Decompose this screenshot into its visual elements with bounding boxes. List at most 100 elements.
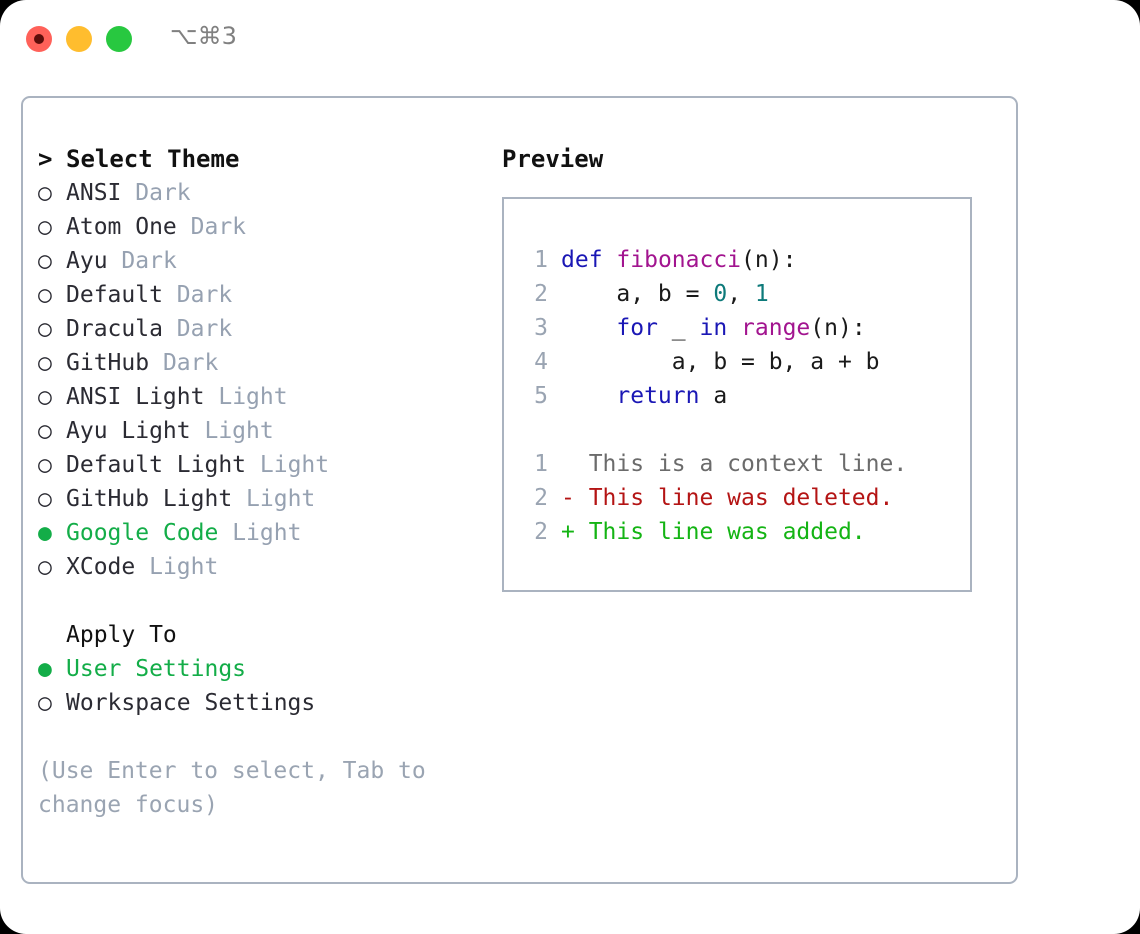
theme-list-item[interactable]: ●Google Code Light: [38, 516, 488, 550]
theme-name: Google Code: [66, 520, 219, 546]
theme-list-item[interactable]: ○ Atom One Dark: [38, 210, 488, 244]
theme-name: XCode: [66, 554, 136, 580]
select-theme-heading: >Select Theme: [38, 142, 488, 176]
diff-line: 2+ This line was added.: [518, 515, 970, 549]
code-token: for: [616, 315, 658, 341]
theme-name: Default Light: [66, 452, 247, 478]
radio-unselected-icon[interactable]: ○: [38, 554, 52, 580]
theme-list-item[interactable]: ○ GitHub Light Light: [38, 482, 488, 516]
radio-unselected-icon[interactable]: ○: [38, 282, 52, 308]
diff-line: 1 This is a context line.: [518, 447, 970, 481]
theme-list-item[interactable]: ○ANSI Light Light: [38, 380, 488, 414]
prompt-caret-icon: >: [38, 145, 53, 173]
theme-selection-column: >Select Theme ○ANSI Dark○Atom One Dark○A…: [38, 142, 488, 822]
theme-category-label: Light: [259, 452, 330, 478]
code-line: 2 a, b = 0, 1: [518, 277, 970, 311]
radio-unselected-icon[interactable]: ○: [38, 418, 52, 444]
apply-to-option-label: User Settings: [66, 656, 247, 682]
theme-name: Dracula: [66, 316, 163, 342]
title-bar: ⌥⌘3: [0, 0, 1140, 78]
line-number: 4: [534, 349, 548, 375]
code-token: 0: [713, 281, 728, 307]
code-line: 3 for _ in range(n):: [518, 311, 970, 345]
theme-name: Ayu Light: [66, 418, 191, 444]
theme-name-spacer: [149, 350, 163, 376]
apply-to-label: Apply To: [66, 622, 177, 648]
theme-list-item[interactable]: ○ XCode Light: [38, 550, 488, 584]
code-token: a, b = b, a + b: [561, 349, 880, 375]
theme-list-item[interactable]: ○Default Dark: [38, 278, 488, 312]
radio-unselected-icon[interactable]: ○: [38, 486, 52, 512]
line-number: 2: [534, 519, 548, 545]
diff-marker: +: [561, 519, 589, 545]
line-number: 1: [534, 247, 548, 273]
code-token: return: [616, 383, 700, 409]
theme-list-item[interactable]: ○ GitHub Dark: [38, 346, 488, 380]
theme-category-label: Light: [246, 486, 316, 512]
theme-name-spacer: [135, 554, 149, 580]
apply-to-option[interactable]: ○ Workspace Settings: [38, 686, 488, 720]
theme-name-spacer: [163, 282, 177, 308]
code-token: def: [561, 247, 603, 273]
radio-selected-icon[interactable]: ●: [38, 656, 52, 682]
diff-text: This line was deleted.: [588, 485, 894, 511]
code-token: (n):: [810, 315, 866, 341]
code-token: _: [657, 315, 700, 341]
radio-unselected-icon[interactable]: ○: [38, 214, 52, 240]
theme-list-item[interactable]: ○Ayu Dark: [38, 244, 488, 278]
apply-to-option-label: Workspace Settings: [66, 690, 316, 716]
code-token: a: [699, 383, 728, 409]
apply-to-heading: Apply To: [38, 618, 488, 652]
theme-name: Atom One: [66, 214, 177, 240]
preview-heading: Preview: [502, 145, 604, 173]
radio-unselected-icon[interactable]: ○: [38, 248, 52, 274]
theme-name-spacer: [163, 316, 177, 342]
code-token: range: [741, 315, 811, 341]
code-token: [727, 315, 741, 341]
close-button[interactable]: [26, 26, 52, 52]
theme-name: ANSI: [66, 180, 122, 206]
theme-name-spacer: [218, 520, 232, 546]
maximize-button[interactable]: [106, 26, 132, 52]
code-token: in: [699, 315, 728, 341]
theme-category-label: Light: [204, 418, 274, 444]
theme-category-label: Light: [149, 554, 219, 580]
radio-unselected-icon[interactable]: ○: [38, 384, 52, 410]
code-token: [561, 315, 616, 341]
theme-category-label: Dark: [121, 248, 177, 274]
theme-list-item[interactable]: ○ Ayu Light Light: [38, 414, 488, 448]
diff-marker: -: [561, 485, 589, 511]
radio-selected-icon[interactable]: ●: [38, 520, 52, 546]
theme-name: GitHub Light: [66, 486, 233, 512]
keyboard-hint: (Use Enter to select, Tab to change focu…: [38, 758, 440, 818]
theme-name-spacer: [232, 486, 246, 512]
apply-to-option[interactable]: ● User Settings: [38, 652, 488, 686]
code-token: 1: [754, 281, 769, 307]
theme-list-item[interactable]: ○ANSI Dark: [38, 176, 488, 210]
radio-unselected-icon[interactable]: ○: [38, 690, 52, 716]
theme-name-spacer: [191, 418, 205, 444]
code-line: 5 return a: [518, 379, 970, 413]
radio-unselected-icon[interactable]: ○: [38, 452, 52, 478]
radio-unselected-icon[interactable]: ○: [38, 180, 52, 206]
theme-list: ○ANSI Dark○Atom One Dark○Ayu Dark○Defaul…: [38, 176, 488, 584]
theme-list-item[interactable]: ○ Default Light Light: [38, 448, 488, 482]
theme-category-label: Dark: [162, 350, 219, 376]
radio-unselected-icon[interactable]: ○: [38, 316, 52, 342]
theme-name: GitHub: [66, 350, 150, 376]
theme-name-spacer: [204, 384, 218, 410]
code-diff-spacer: [518, 413, 970, 447]
section-spacer: [38, 584, 488, 618]
minimize-button[interactable]: [66, 26, 92, 52]
theme-name-spacer: [121, 180, 135, 206]
line-number: 5: [534, 383, 548, 409]
theme-name-spacer: [177, 214, 191, 240]
line-number: 2: [534, 485, 548, 511]
code-token: (n):: [741, 247, 797, 273]
theme-category-label: Dark: [190, 214, 247, 240]
radio-unselected-icon[interactable]: ○: [38, 350, 52, 376]
theme-category-label: Dark: [176, 282, 233, 308]
theme-list-item[interactable]: ○Dracula Dark: [38, 312, 488, 346]
line-number: 3: [534, 315, 548, 341]
